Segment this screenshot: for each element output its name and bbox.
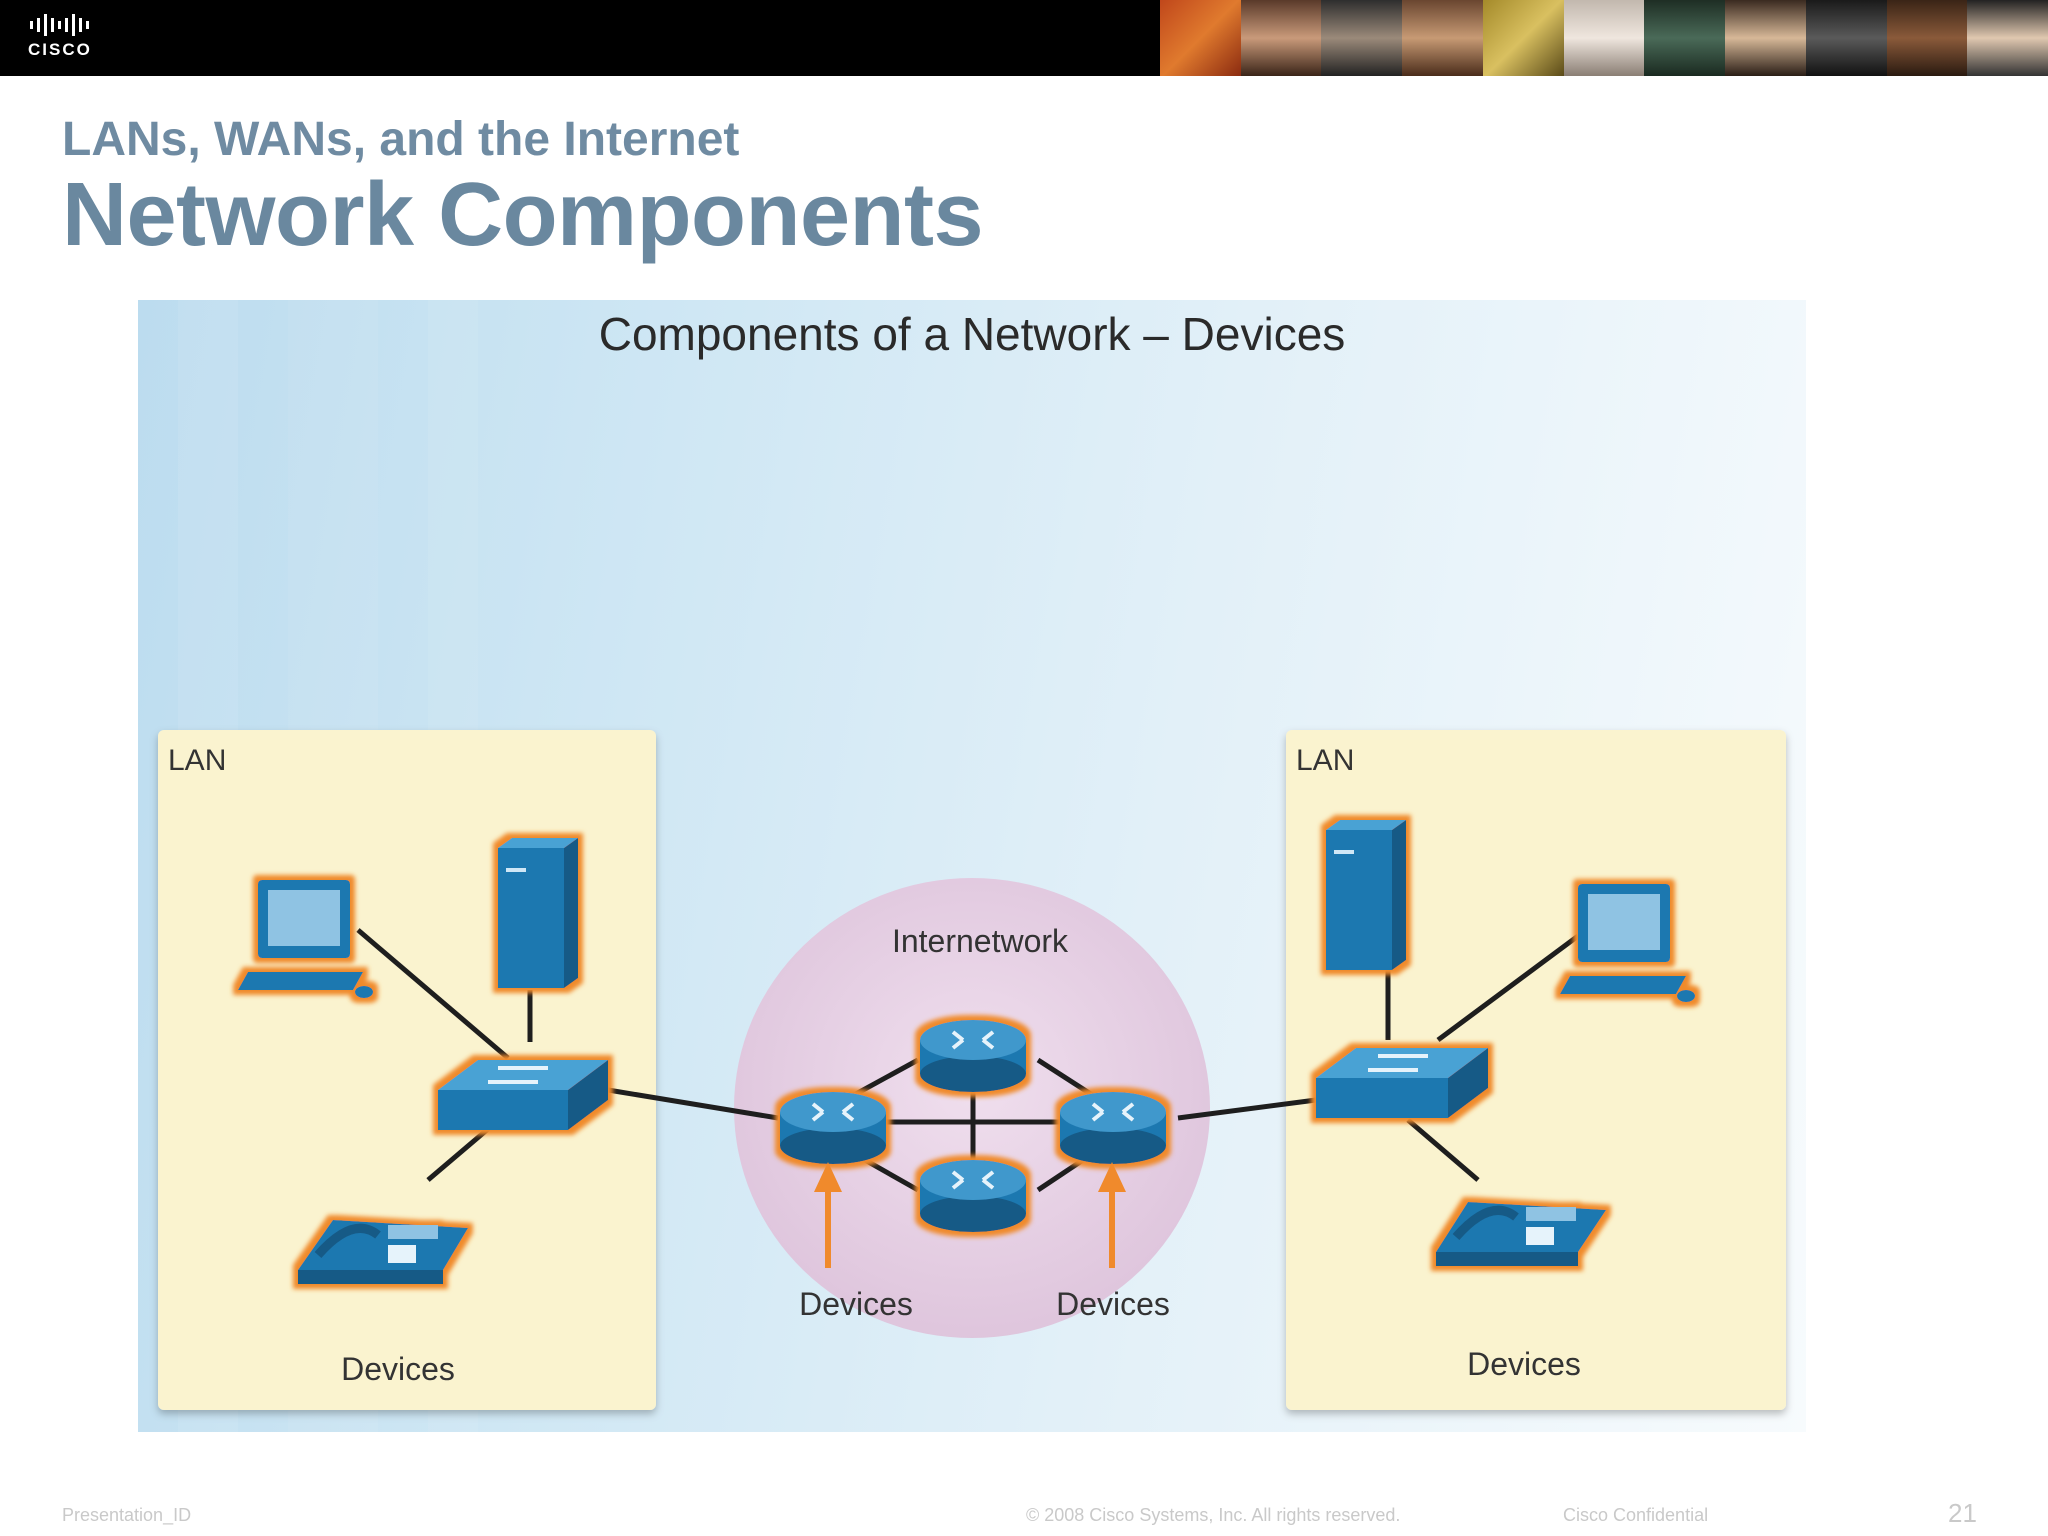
confidential-notice: Cisco Confidential bbox=[1563, 1505, 1709, 1525]
internetwork-devices-left-caption: Devices bbox=[799, 1286, 913, 1322]
router-left-icon bbox=[780, 1092, 886, 1164]
left-server-icon bbox=[498, 838, 578, 988]
copyright-notice: © 2008 Cisco Systems, Inc. All rights re… bbox=[1026, 1505, 1401, 1525]
left-switch-icon bbox=[438, 1060, 608, 1130]
right-lan-devices-caption: Devices bbox=[1467, 1346, 1581, 1382]
diagram-heading: Components of a Network – Devices bbox=[599, 308, 1346, 360]
internetwork-label: Internetwork bbox=[892, 923, 1069, 959]
top-banner: CISCO bbox=[0, 0, 2048, 76]
page-number: 21 bbox=[1948, 1498, 1977, 1528]
right-pc-icon bbox=[1560, 884, 1695, 1002]
people-photo-strip bbox=[1160, 0, 2048, 76]
router-right-icon bbox=[1060, 1092, 1166, 1164]
right-server-icon bbox=[1326, 820, 1406, 970]
right-switch-icon bbox=[1316, 1048, 1488, 1118]
internetwork-devices-right-caption: Devices bbox=[1056, 1286, 1170, 1322]
left-lan-devices-caption: Devices bbox=[341, 1351, 455, 1387]
right-lan-label: LAN bbox=[1296, 744, 1354, 777]
cisco-logo: CISCO bbox=[28, 14, 148, 64]
router-top-icon bbox=[920, 1020, 1026, 1092]
internetwork-arrows bbox=[814, 1162, 1126, 1268]
left-pc-icon bbox=[238, 880, 373, 998]
network-diagram-canvas: Components of a Network – Devices LAN De… bbox=[158, 300, 1786, 1432]
network-diagram: Components of a Network – Devices LAN De… bbox=[138, 300, 1806, 1432]
page-title: Network Components bbox=[62, 165, 984, 265]
router-bottom-icon bbox=[920, 1160, 1026, 1232]
right-ip-phone-icon bbox=[1436, 1202, 1606, 1266]
section-kicker: LANs, WANs, and the Internet bbox=[62, 113, 740, 166]
cisco-bars-icon bbox=[30, 14, 148, 36]
left-lan-label: LAN bbox=[168, 744, 226, 777]
cisco-wordmark: CISCO bbox=[28, 40, 92, 59]
left-ip-phone-icon bbox=[298, 1220, 468, 1284]
presentation-id: Presentation_ID bbox=[62, 1505, 192, 1525]
